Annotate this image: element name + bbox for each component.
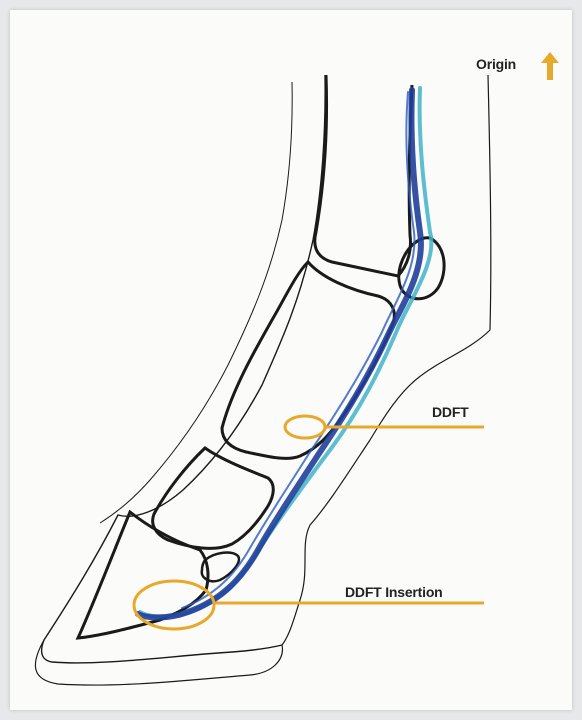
limb-outline — [42, 75, 326, 663]
ddft-insertion-label: DDFT Insertion — [345, 584, 443, 600]
ddft-tendon-dark — [138, 90, 421, 618]
limb-outline-back — [282, 75, 491, 645]
cannon-bone — [315, 75, 412, 276]
ddft-label: DDFT — [432, 404, 469, 420]
arrow-up-icon — [541, 52, 559, 80]
origin-label: Origin — [476, 56, 516, 72]
ddft-highlight-circle — [285, 416, 325, 438]
ddft-tendon-light — [140, 88, 431, 617]
short-pastern-bone — [153, 448, 274, 548]
long-pastern-bone — [222, 262, 394, 458]
